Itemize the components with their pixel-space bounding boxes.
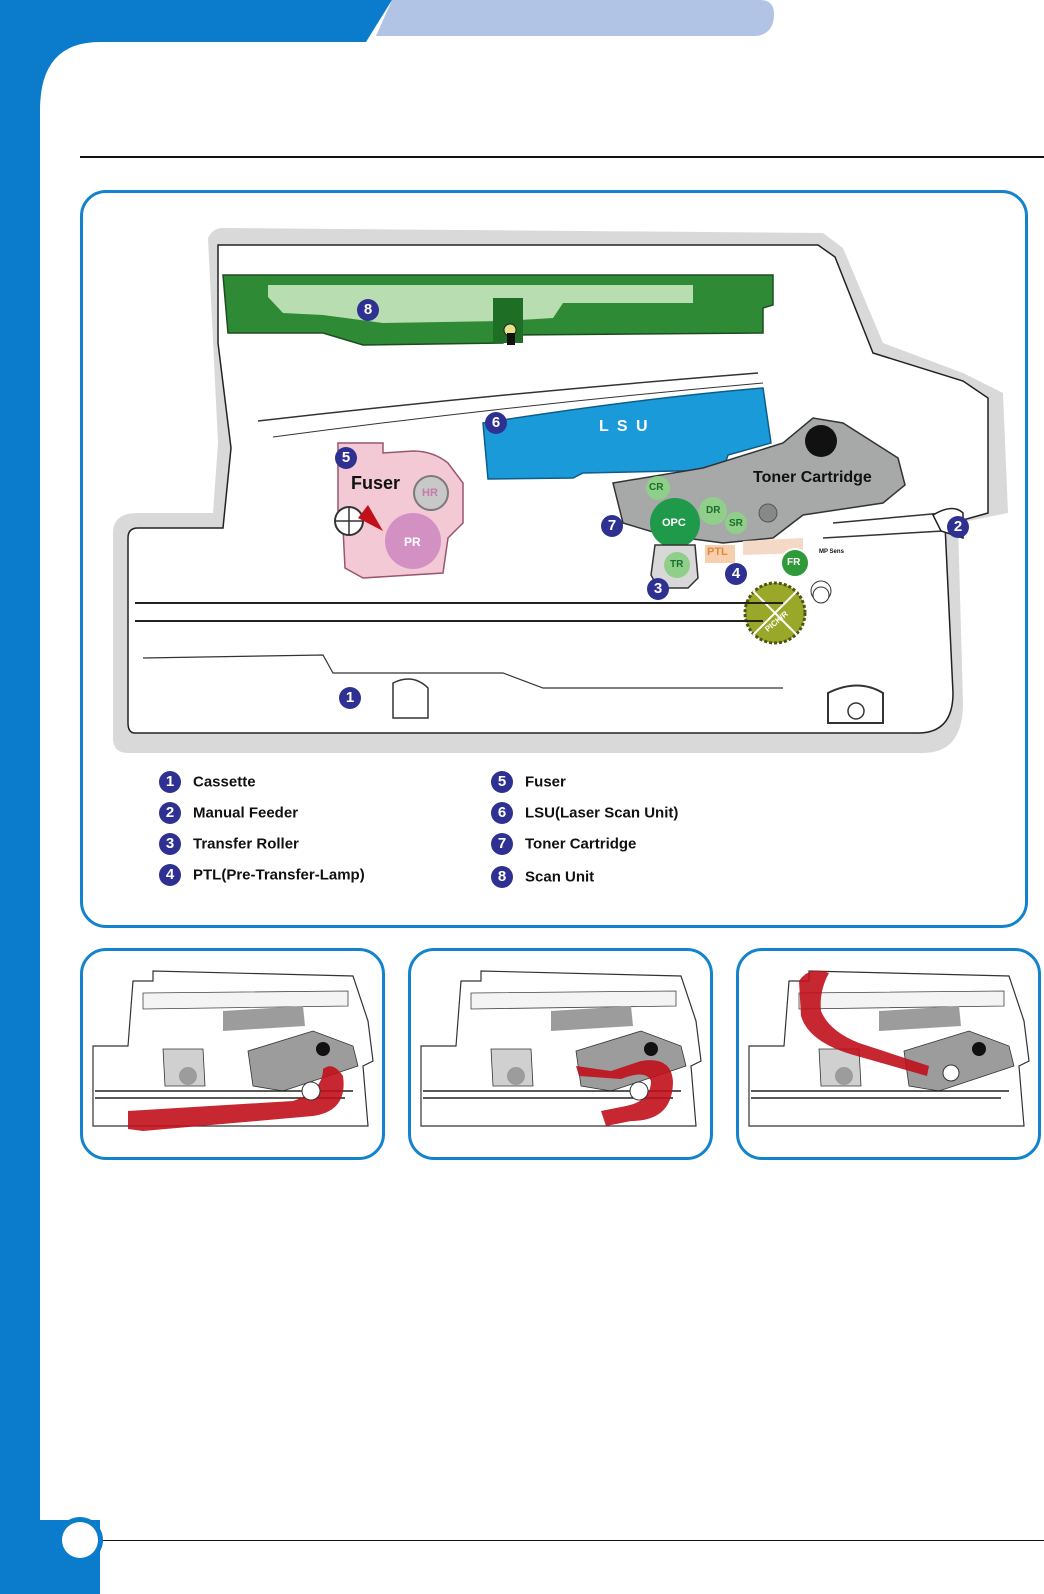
legend-label: Scan Unit (525, 869, 594, 886)
printer-cross-section-diagram (83, 193, 1031, 753)
legend: 1 Cassette 2 Manual Feeder 3 Transfer Rolle… (159, 771, 999, 901)
label-ptl: PTL (707, 546, 728, 558)
label-tr: TR (670, 559, 683, 570)
legend-number: 5 (491, 771, 513, 793)
legend-label: Manual Feeder (193, 805, 298, 822)
callout-5: 5 (335, 447, 357, 469)
callout-6: 6 (485, 412, 507, 434)
legend-number: 4 (159, 864, 181, 886)
callout-2: 2 (947, 516, 969, 538)
legend-item: 1 Cassette (159, 771, 256, 795)
callout-8: 8 (357, 299, 379, 321)
legend-label: Cassette (193, 774, 256, 791)
label-toner-cartridge: Toner Cartridge (753, 469, 872, 487)
legend-number: 7 (491, 833, 513, 855)
paper-path-diagram (83, 951, 382, 1157)
label-dr: DR (706, 505, 720, 516)
label-hr: HR (422, 487, 438, 499)
label-pr: PR (404, 535, 421, 549)
legend-number: 3 (159, 833, 181, 855)
label-fuser: Fuser (351, 473, 400, 494)
callout-7: 7 (601, 515, 623, 537)
legend-number: 8 (491, 866, 513, 888)
paper-path-diagram (739, 951, 1038, 1157)
legend-item: 5 Fuser (491, 771, 566, 795)
callout-3: 3 (647, 578, 669, 600)
legend-item: 7 Toner Cartridge (491, 833, 636, 857)
legend-item: 2 Manual Feeder (159, 802, 298, 826)
callout-4: 4 (725, 563, 747, 585)
paper-path-panel-exit (736, 948, 1041, 1160)
paper-path-panel-manual (408, 948, 713, 1160)
legend-item: 6 LSU(Laser Scan Unit) (491, 802, 678, 826)
legend-item: 4 PTL(Pre-Transfer-Lamp) (159, 864, 365, 888)
legend-label: Transfer Roller (193, 836, 299, 853)
label-sr: SR (729, 518, 743, 529)
legend-number: 1 (159, 771, 181, 793)
paper-path-panel-cassette (80, 948, 385, 1160)
label-cr: CR (649, 482, 663, 493)
label-fr: FR (787, 557, 800, 568)
paper-path-diagram (411, 951, 710, 1157)
legend-label: PTL(Pre-Transfer-Lamp) (193, 867, 365, 884)
legend-item: 3 Transfer Roller (159, 833, 299, 857)
legend-number: 6 (491, 802, 513, 824)
label-lsu: L S U (599, 418, 650, 436)
main-diagram-panel: Fuser L S U Toner Cartridge HR PR CR OPC… (80, 190, 1028, 928)
label-opc: OPC (662, 517, 686, 529)
legend-number: 2 (159, 802, 181, 824)
legend-label: LSU(Laser Scan Unit) (525, 805, 678, 822)
callout-1: 1 (339, 687, 361, 709)
legend-item: 8 Scan Unit (491, 866, 594, 890)
legend-label: Fuser (525, 774, 566, 791)
label-mp-sens: MP Sens (819, 549, 844, 555)
legend-label: Toner Cartridge (525, 836, 636, 853)
